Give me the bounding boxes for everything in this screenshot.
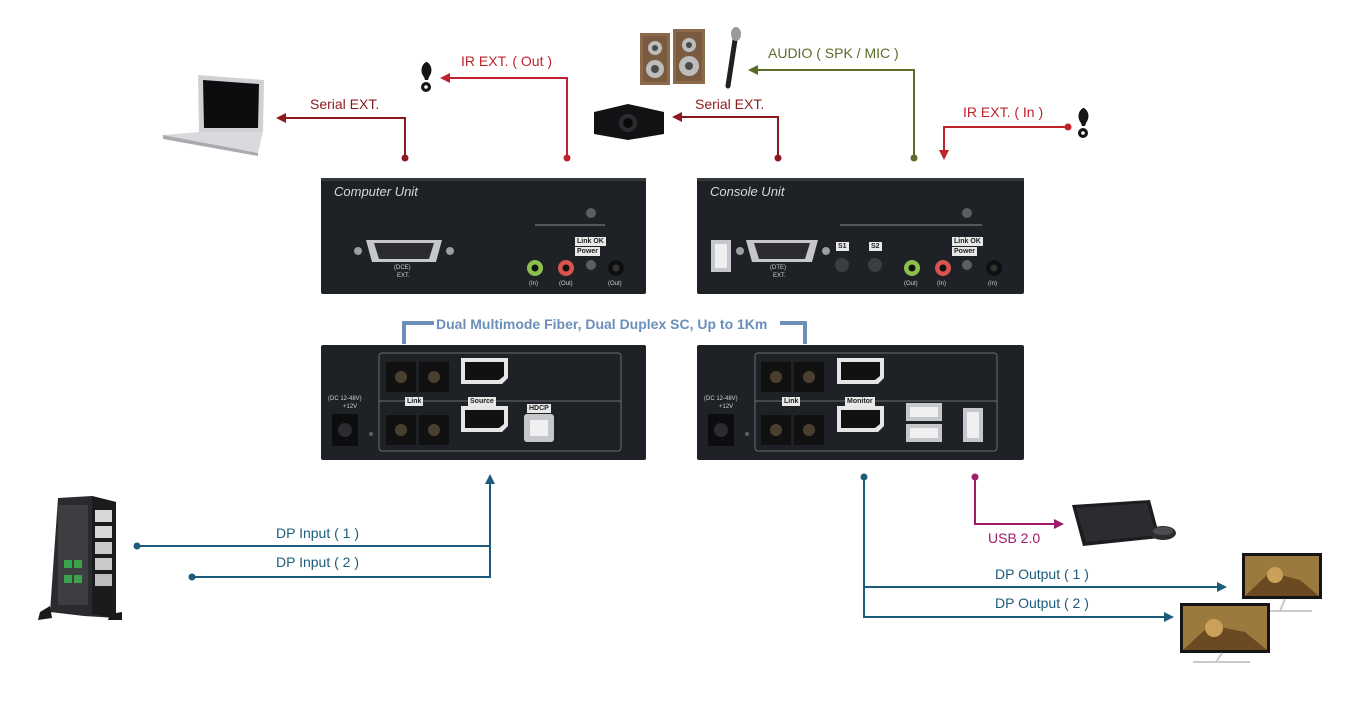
- monitor-1-icon: [1242, 553, 1322, 612]
- rear-left-12v: +12V: [343, 404, 358, 410]
- ir-receiver-in-icon: [1078, 108, 1089, 138]
- dp-input-lines: [137, 474, 495, 578]
- console-unit-link-ok: Link OK: [952, 237, 983, 246]
- audio-label: AUDIO ( SPK / MIC ): [768, 45, 899, 61]
- ir-ext-out-dot: [563, 154, 571, 162]
- computer-unit-in: (In): [529, 281, 538, 287]
- ir-ext-out-line: [440, 73, 568, 158]
- console-unit-s2: S2: [869, 242, 882, 251]
- ir-ext-out-label: IR EXT. ( Out ): [461, 53, 553, 69]
- console-unit-dte: (DTE): [770, 265, 786, 271]
- serial-ext-left-label: Serial EXT.: [310, 96, 380, 112]
- serial-ext-left-line: [276, 113, 406, 158]
- dp-input-1-dot: [133, 542, 141, 550]
- console-unit-s1: S1: [836, 242, 849, 251]
- rear-right-link: Link: [782, 397, 801, 406]
- monitor-2-icon: [1180, 603, 1270, 663]
- computer-unit-front: [321, 178, 646, 294]
- rear-right-monitor: Monitor: [845, 397, 875, 406]
- computer-unit-out: (Out): [559, 281, 573, 287]
- rear-right-dc: (DC 12-48V): [704, 396, 738, 402]
- computer-unit-link-ok: Link OK: [575, 237, 606, 246]
- serial-ext-left-dot: [401, 154, 409, 162]
- serial-ext-right-label: Serial EXT.: [695, 96, 765, 112]
- console-unit-in2: (In): [988, 281, 997, 287]
- rear-left-link: Link: [405, 397, 424, 406]
- dp-input-1-label: DP Input ( 1 ): [276, 525, 360, 541]
- dp-input-2-dot: [188, 573, 196, 581]
- ir-ext-in-line: [939, 126, 1068, 160]
- dp-output-2-label: DP Output ( 2 ): [995, 595, 1089, 611]
- ir-ext-in-label: IR EXT. ( In ): [963, 104, 1044, 120]
- fiber-label: Dual Multimode Fiber, Dual Duplex SC, Up…: [436, 316, 768, 332]
- rear-left-source: Source: [468, 397, 496, 406]
- dp-output-lines: [863, 477, 1227, 622]
- dp-output-1-label: DP Output ( 1 ): [995, 566, 1089, 582]
- console-unit-power: Power: [952, 247, 978, 256]
- usb-dot: [971, 473, 979, 481]
- tower-pc-icon: [38, 496, 122, 620]
- laptop-icon: [163, 75, 264, 156]
- console-unit-out: (Out): [904, 281, 918, 287]
- rear-left-hdcp: HDCP: [527, 404, 551, 413]
- computer-unit-ext: EXT.: [397, 273, 410, 279]
- dp-output-dot: [860, 473, 868, 481]
- computer-unit-dce: (DCE): [394, 265, 411, 271]
- ir-ext-in-dot: [1064, 123, 1072, 131]
- audio-dot: [910, 154, 918, 162]
- fiber-bracket: [402, 321, 807, 344]
- computer-unit-rear: [321, 345, 646, 460]
- console-unit-in: (In): [937, 281, 946, 287]
- microphone-icon: [725, 27, 741, 89]
- rear-right-12v: +12V: [719, 404, 734, 410]
- audio-line: [748, 65, 915, 158]
- dp-input-2-label: DP Input ( 2 ): [276, 554, 360, 570]
- rear-left-dc: (DC 12-48V): [328, 396, 362, 402]
- speakers-icon: [640, 29, 705, 85]
- ir-emitter-out-icon: [421, 62, 432, 92]
- computer-unit-title: Computer Unit: [334, 184, 418, 199]
- projector-icon: [594, 104, 664, 140]
- serial-ext-right-dot: [774, 154, 782, 162]
- computer-unit-out2: (Out): [608, 281, 622, 287]
- console-unit-front: [697, 178, 1024, 294]
- usb-line: [974, 477, 1064, 529]
- usb-label: USB 2.0: [988, 530, 1041, 546]
- computer-unit-power: Power: [575, 247, 601, 256]
- serial-ext-right-line: [672, 112, 779, 158]
- console-unit-title: Console Unit: [710, 184, 785, 199]
- console-unit-ext: EXT.: [773, 273, 786, 279]
- keyboard-mouse-icon: [1072, 500, 1176, 546]
